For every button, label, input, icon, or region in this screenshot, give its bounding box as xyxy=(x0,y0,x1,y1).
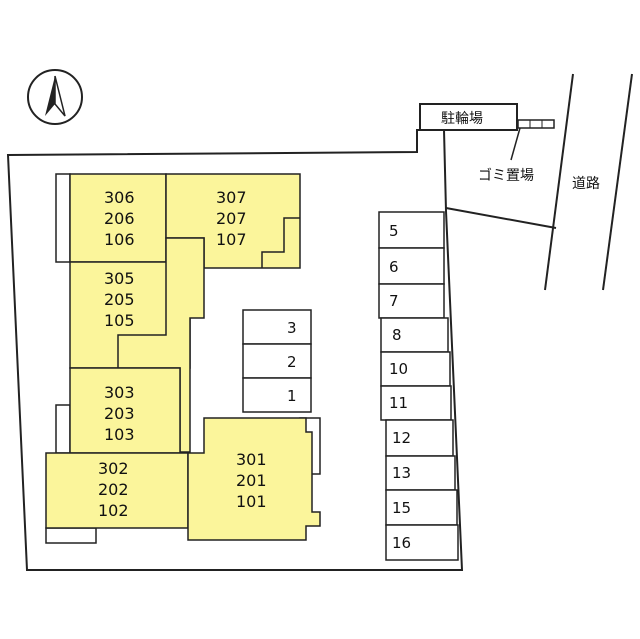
parking-space xyxy=(385,489,458,526)
unit-block-303 xyxy=(69,367,181,454)
unit-labels-306: 306 206 106 xyxy=(104,188,135,249)
access-line xyxy=(445,207,557,229)
parking-space-label: 8 xyxy=(392,326,402,344)
parking-space-label: 1 xyxy=(287,387,297,405)
unit-label: 106 xyxy=(104,230,135,249)
parking-space xyxy=(242,377,312,413)
unit-label: 105 xyxy=(104,311,135,330)
parking-space-label: 10 xyxy=(389,360,408,378)
parking-space-label: 11 xyxy=(389,394,408,412)
site-boundary xyxy=(6,129,464,571)
unit-label: 207 xyxy=(216,209,247,228)
unit-labels-307: 307 207 107 xyxy=(216,188,247,249)
parking-space xyxy=(378,283,445,319)
unit-label: 302 xyxy=(98,459,129,478)
road-label: 道路 xyxy=(572,176,600,192)
parking-space-label: 15 xyxy=(392,499,411,517)
unit-label: 303 xyxy=(104,383,135,402)
parking-center: 3 2 1 xyxy=(242,309,312,413)
bicycle-parking-box xyxy=(419,103,518,131)
parking-space-label: 16 xyxy=(392,534,411,552)
parking-space xyxy=(380,317,449,353)
parking-space xyxy=(378,211,445,249)
unit-label: 102 xyxy=(98,501,129,520)
unit-label: 202 xyxy=(98,480,129,499)
unit-label: 307 xyxy=(216,188,247,207)
unit-label: 301 xyxy=(236,450,267,469)
north-arrow-icon xyxy=(27,69,83,125)
parking-space xyxy=(242,309,312,345)
unit-label: 206 xyxy=(104,209,135,228)
parking-space-label: 12 xyxy=(392,429,411,447)
unit-labels-302: 302 202 102 xyxy=(98,459,129,520)
parking-space-label: 6 xyxy=(389,258,399,276)
parking-space-label: 13 xyxy=(392,464,411,482)
unit-label: 101 xyxy=(236,492,267,511)
parking-space xyxy=(242,343,312,379)
parking-space xyxy=(385,419,454,457)
parking-east: 5 6 7 8 10 11 12 13 15 16 xyxy=(378,211,459,561)
bicycle-parking-label: 駐輪場 xyxy=(441,110,483,127)
unit-label: 203 xyxy=(104,404,135,423)
unit-labels-305: 305 205 105 xyxy=(104,269,135,330)
garbage-area-label: ゴミ置場 xyxy=(478,167,534,184)
road-line-east xyxy=(602,73,633,291)
parking-space xyxy=(385,455,456,491)
garbage-leader-line xyxy=(510,127,521,161)
unit-labels-303: 303 203 103 xyxy=(104,383,135,444)
parking-space xyxy=(378,247,445,285)
unit-block-306 xyxy=(69,173,167,263)
unit-labels-301: 301 201 101 xyxy=(236,450,267,511)
parking-space-label: 3 xyxy=(287,319,297,337)
parking-space xyxy=(380,385,452,421)
unit-label: 107 xyxy=(216,230,247,249)
unit-label: 205 xyxy=(104,290,135,309)
parking-space-label: 7 xyxy=(389,292,399,310)
parking-space xyxy=(380,351,451,387)
unit-label: 201 xyxy=(236,471,267,490)
road-line-west xyxy=(544,73,574,291)
parking-space-label: 2 xyxy=(287,353,297,371)
unit-block-301 xyxy=(187,417,321,541)
parking-space-label: 5 xyxy=(389,222,399,240)
garbage-area-box xyxy=(517,119,555,129)
unit-label: 305 xyxy=(104,269,135,288)
building xyxy=(45,173,321,541)
unit-label: 306 xyxy=(104,188,135,207)
parking-space xyxy=(385,524,459,561)
unit-label: 103 xyxy=(104,425,135,444)
